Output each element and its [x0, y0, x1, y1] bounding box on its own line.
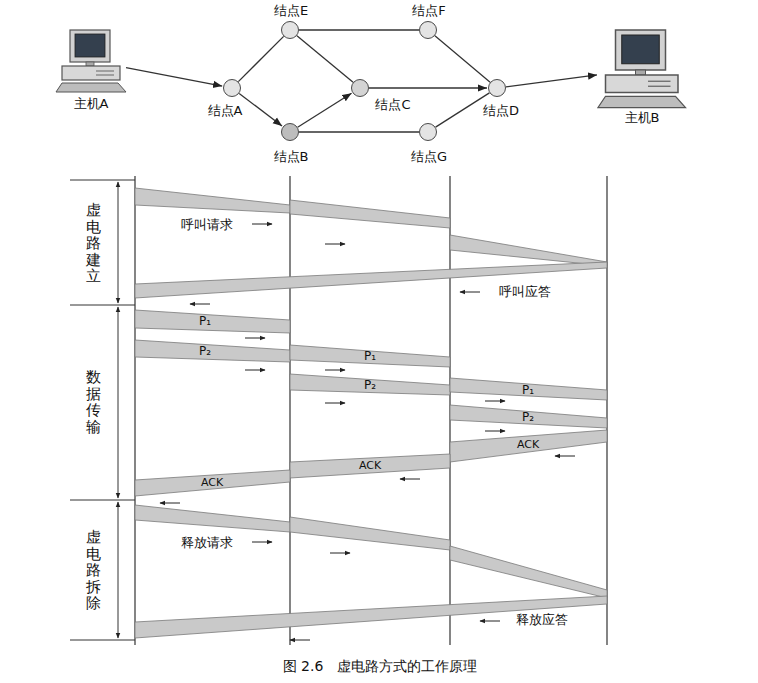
node-label: 结点D [483, 104, 519, 119]
phase-bracket [70, 180, 135, 640]
link-line [506, 75, 597, 87]
message-label: 呼叫请求 [181, 218, 233, 233]
phase-label: 数据传输 [86, 369, 101, 435]
packet-label: P₁ [364, 350, 376, 364]
computer-icon [598, 30, 686, 108]
link-line [297, 36, 353, 83]
ack-label: ACK [359, 460, 381, 473]
node-label: 结点E [274, 4, 308, 19]
time-axis [135, 176, 607, 645]
phase-label: 虚电路拆除 [86, 529, 101, 612]
link-line [369, 87, 487, 88]
link-line [299, 131, 419, 132]
phase-label: 虚电路建立 [86, 202, 101, 285]
link-line [126, 68, 222, 86]
switch-node: 结点C [351, 79, 369, 97]
link-line [436, 93, 490, 127]
switch-node: 结点E [281, 21, 299, 39]
host-computer: 主机B [598, 30, 686, 108]
packet-label: P₁ [199, 315, 211, 329]
message-label: 释放请求 [181, 536, 233, 551]
node-label: 结点C [375, 98, 410, 113]
ack-label: ACK [517, 439, 539, 452]
link-line [299, 29, 419, 30]
link-line [239, 93, 282, 126]
switch-node: 结点G [419, 123, 437, 141]
link-line [298, 93, 352, 127]
message-band [135, 188, 607, 638]
packet-label: P₂ [364, 379, 376, 393]
direction-arrow [160, 224, 575, 640]
message-label: 呼叫应答 [499, 285, 551, 300]
node-label: 结点F [412, 4, 445, 19]
node-label: 主机B [625, 111, 660, 126]
packet-label: P₁ [522, 384, 534, 398]
packet-label: P₂ [522, 411, 534, 425]
switch-node: 结点A [223, 79, 241, 97]
packet-label: P₂ [199, 345, 211, 359]
ack-label: ACK [201, 477, 223, 490]
node-label: 结点G [411, 150, 447, 165]
node-label: 结点A [208, 104, 243, 119]
figure-caption: 图 2.6 虚电路方式的工作原理 [283, 658, 478, 674]
link-line [435, 36, 490, 82]
message-label: 释放应答 [516, 613, 568, 628]
node-label: 结点B [274, 150, 309, 165]
node-label: 主机A [74, 97, 109, 112]
switch-node: 结点B [281, 123, 299, 141]
link-line [238, 36, 283, 81]
computer-icon [56, 30, 126, 92]
switch-node: 结点F [419, 21, 437, 39]
switch-node: 结点D [488, 79, 506, 97]
host-computer: 主机A [56, 30, 126, 92]
